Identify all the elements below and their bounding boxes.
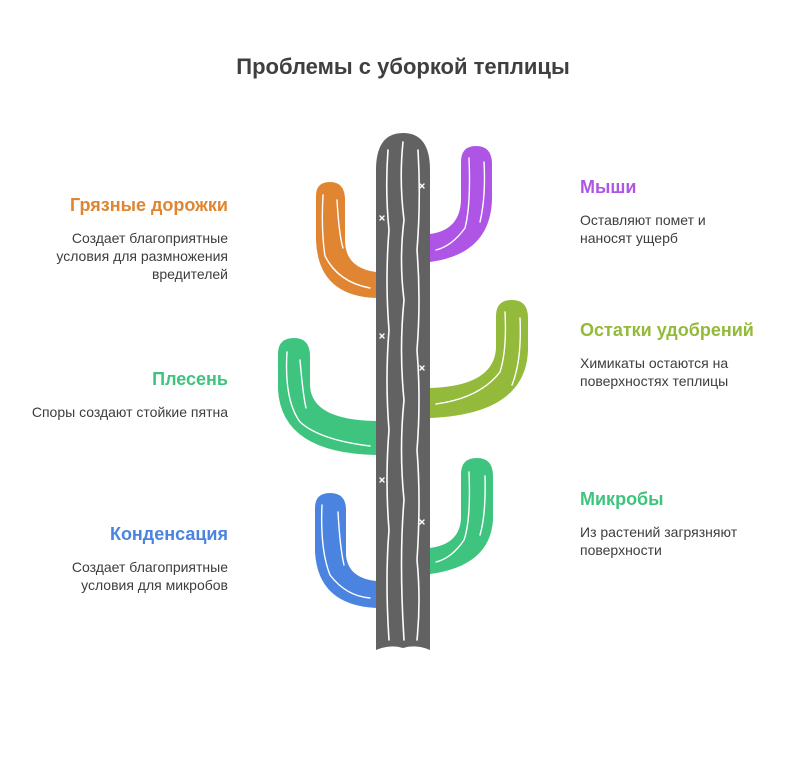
issue-title: Мыши (580, 177, 637, 197)
issue-description: Создает благоприятные условия для размно… (56, 230, 228, 282)
issue-microbes: Микробы Из растений загрязняют поверхнос… (580, 487, 765, 559)
arm-microbes (430, 458, 493, 574)
issue-title: Грязные дорожки (70, 195, 228, 215)
trunk-spines (379, 183, 425, 525)
issue-description: Из растений загрязняют поверхности (580, 524, 738, 558)
arm-mold (278, 338, 376, 455)
issue-fertilizer: Остатки удобрений Химикаты остаются на п… (580, 318, 755, 390)
page-title: Проблемы с уборкой теплицы (236, 54, 570, 79)
arm-fertilizer (430, 300, 528, 418)
issue-title: Остатки удобрений (580, 320, 754, 340)
issue-description: Споры создают стойкие пятна (31, 404, 228, 420)
issue-dirty-paths: Грязные дорожки Создает благоприятные ус… (28, 193, 228, 283)
arm-mice (430, 146, 492, 262)
issue-mice: Мыши Оставляют помет и наносят ущерб (580, 175, 755, 247)
arm-condensation (315, 493, 376, 608)
issue-title: Плесень (152, 369, 228, 389)
issue-description: Химикаты остаются на поверхностях теплиц… (580, 355, 729, 389)
issue-condensation: Конденсация Создает благоприятные услови… (28, 522, 228, 594)
issue-mold: Плесень Споры создают стойкие пятна (28, 367, 228, 421)
arm-dirty-paths (316, 182, 376, 298)
issue-description: Создает благоприятные условия для микроб… (71, 559, 228, 593)
issue-description: Оставляют помет и наносят ущерб (580, 212, 706, 246)
arm-texture (285, 157, 521, 599)
issue-title: Микробы (580, 489, 664, 509)
trunk-texture (385, 141, 421, 641)
issue-title: Конденсация (109, 524, 228, 544)
